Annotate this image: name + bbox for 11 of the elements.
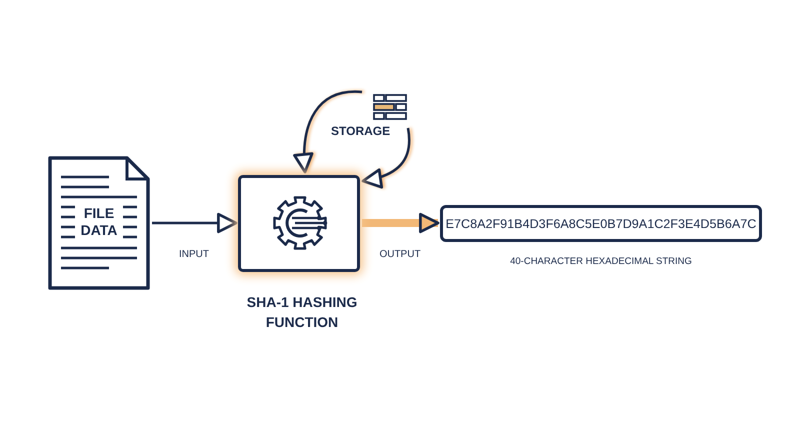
document-label: FILE DATA: [80, 205, 118, 239]
hash-description: 40-CHARACTER HEXADECIMAL STRING: [509, 256, 693, 267]
storage-label: STORAGE: [331, 124, 390, 138]
edge-label: OUTPUT: [378, 249, 422, 260]
arrow: [152, 212, 238, 234]
arrow: [362, 128, 410, 188]
edge-label: INPUT: [178, 249, 210, 260]
arrow: [362, 212, 440, 234]
hash-value: E7C8A2F91B4D3F6A8C5E0B7D9A1C2F3E4D5B6A7C: [444, 217, 758, 231]
arrow: [294, 90, 362, 174]
function-title: SHA-1 HASHING FUNCTION: [246, 293, 358, 332]
